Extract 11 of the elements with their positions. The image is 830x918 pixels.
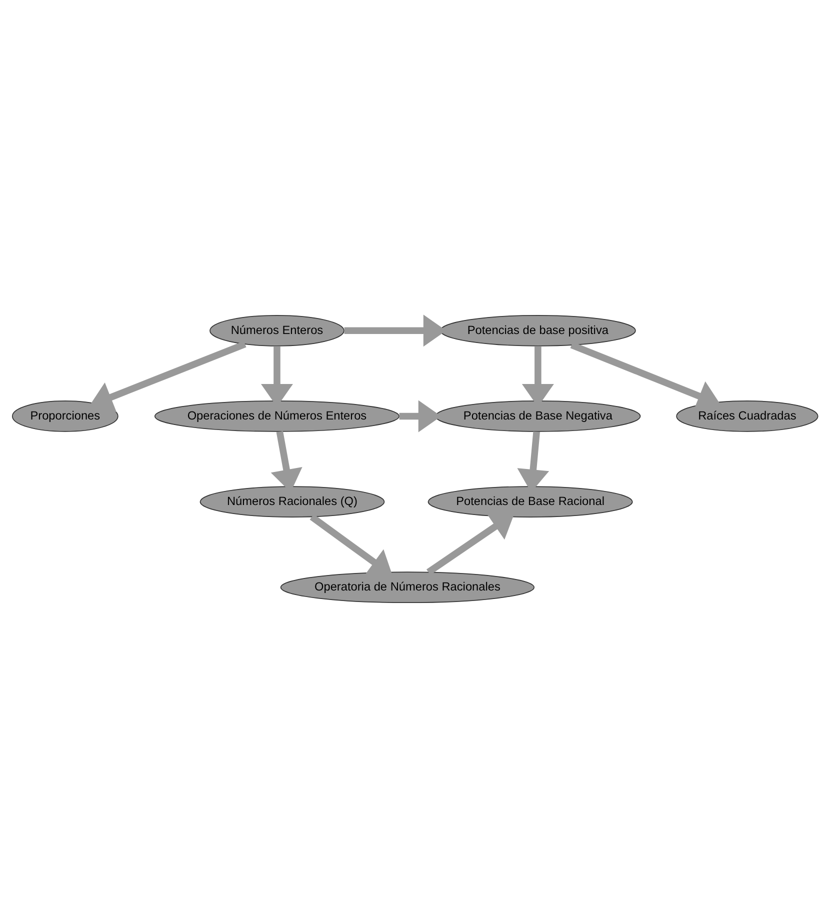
node-ellipse: Potencias de Base Negativa: [435, 400, 641, 432]
node-ellipse: Números Racionales (Q): [200, 486, 385, 518]
arrow: [426, 513, 514, 576]
node-ellipse: Operatoria de Números Racionales: [280, 572, 535, 604]
node-ellipse: Raíces Cuadradas: [676, 400, 818, 432]
node-ellipse: Potencias de Base Racional: [428, 486, 633, 518]
node-ellipse: Potencias de base positiva: [440, 314, 636, 346]
node-ellipse: Números Enteros: [210, 314, 344, 346]
arrow: [310, 514, 393, 576]
node-ellipse: Proporciones: [12, 400, 118, 432]
node-ellipse: Operaciones de Números Enteros: [154, 400, 400, 432]
